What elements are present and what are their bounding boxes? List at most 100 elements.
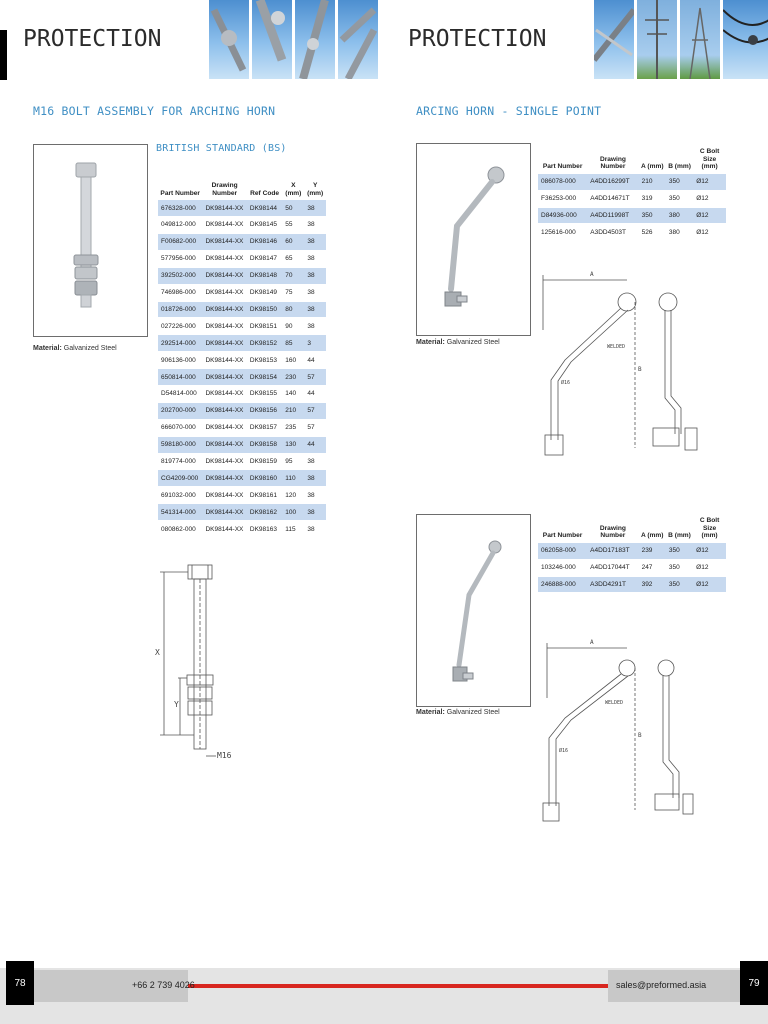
col-y: Y (mm) <box>307 182 324 197</box>
table-cell: D84936-000 <box>538 207 588 225</box>
table-cell: 350 <box>665 576 694 594</box>
table-cell: DK98162 <box>246 503 283 522</box>
page-edge-tab <box>0 30 7 80</box>
table-cell: DK98156 <box>246 402 283 420</box>
table-cell: DK98149 <box>246 284 283 302</box>
table-cell: 666070-000 <box>158 419 203 437</box>
footer-email[interactable]: sales@preformed.asia <box>616 980 707 990</box>
table-cell: A3DD4503T <box>587 223 639 242</box>
table-cell: DK98144-XX <box>202 334 247 353</box>
material-label: Material: <box>416 709 445 716</box>
table-cell: 239 <box>638 542 666 560</box>
table-cell: DK98144-XX <box>202 503 247 522</box>
col-drawing-number: Drawing Number <box>599 524 626 540</box>
dim-a-label: A <box>590 639 594 646</box>
horn-table-1-header: Part Number Drawing Number A (mm) B (mm)… <box>538 146 726 174</box>
material-label: Material: <box>33 345 62 352</box>
table-cell: Ø12 <box>693 207 726 225</box>
table-cell: DK98144-XX <box>202 436 247 454</box>
table-cell: DK98147 <box>246 250 283 268</box>
table-cell: 350 <box>665 173 694 191</box>
table-cell: 319 <box>638 190 666 208</box>
table-cell: DK98146 <box>246 233 283 251</box>
table-cell: 380 <box>665 207 694 225</box>
table-cell: 906136-000 <box>158 351 203 370</box>
table-cell: 75 <box>282 284 305 302</box>
col-b: B (mm) <box>668 163 691 171</box>
table-cell: 85 <box>282 334 305 353</box>
right-header-photos <box>594 0 768 79</box>
left-header-title: PROTECTION <box>23 26 162 52</box>
table-cell: F36253-000 <box>538 190 588 208</box>
table-cell: CG4209-000 <box>158 469 203 488</box>
table-cell: Ø12 <box>693 173 726 191</box>
table-cell: A4DD17044T <box>587 559 639 577</box>
table-cell: 44 <box>304 436 326 454</box>
table-cell: DK98144-XX <box>202 385 247 403</box>
material-value: Galvanized Steel <box>63 345 117 352</box>
dim-b-label: B <box>638 366 642 373</box>
table-cell: DK98151 <box>246 317 283 336</box>
table-cell: DK98144-XX <box>202 284 247 302</box>
arcing-horn-2-image <box>416 506 536 707</box>
header-photo-tower <box>680 0 720 79</box>
table-cell: 350 <box>665 190 694 208</box>
table-cell: 541314-000 <box>158 503 203 522</box>
right-header-title: PROTECTION <box>408 26 547 52</box>
col-part-number: Part Number <box>542 532 583 540</box>
header-photo-fitting <box>295 0 335 79</box>
table-cell: DK98144 <box>246 200 283 218</box>
table-cell: 080862-000 <box>158 520 203 538</box>
table-cell: 70 <box>282 267 305 285</box>
col-x: X (mm) <box>285 182 302 197</box>
table-cell: 115 <box>282 520 305 538</box>
table-cell: 38 <box>304 317 326 336</box>
bolt-product-image <box>33 136 153 337</box>
table-cell: 125616-000 <box>538 223 588 242</box>
table-cell: A4DD14671T <box>587 190 639 208</box>
table-cell: 38 <box>304 486 326 505</box>
table-cell: 350 <box>665 559 694 577</box>
table-cell: 202700-000 <box>158 402 203 420</box>
table-cell: A4DD11998T <box>587 207 639 225</box>
table-cell: 38 <box>304 453 326 471</box>
table-cell: DK98144-XX <box>202 520 247 538</box>
table-cell: DK98157 <box>246 419 283 437</box>
col-part-number: Part Number <box>160 189 200 197</box>
table-cell: 247 <box>638 559 666 577</box>
table-cell: 3 <box>304 334 326 353</box>
bolt-technical-drawing: X Y M16 <box>150 560 250 765</box>
table-cell: 210 <box>638 173 666 191</box>
table-cell: DK98144-XX <box>202 402 247 420</box>
arcing-horn-2-drawing: A B WELDED Ø16 <box>535 638 710 834</box>
bolt-size-label: Ø16 <box>561 380 571 386</box>
table-cell: 062058-000 <box>538 542 588 560</box>
table-cell: 90 <box>282 317 305 336</box>
table-cell: 110 <box>282 469 305 488</box>
table-cell: 676328-000 <box>158 200 203 218</box>
col-c: C Bolt Size (mm) <box>699 517 720 540</box>
table-cell: 38 <box>304 469 326 488</box>
bolt-size-label: Ø16 <box>559 748 569 754</box>
header-photo-pole <box>637 0 677 79</box>
table-cell: 80 <box>282 301 305 319</box>
horn-spec-table-1: Part Number Drawing Number A (mm) B (mm)… <box>538 146 726 242</box>
table-cell: DK98144-XX <box>202 486 247 505</box>
left-page-number: 78 <box>6 961 34 1005</box>
table-cell: 598180-000 <box>158 436 203 454</box>
dim-x-label: X <box>155 648 160 657</box>
table-cell: Ø12 <box>693 223 726 242</box>
table-cell: Ø12 <box>693 542 726 560</box>
